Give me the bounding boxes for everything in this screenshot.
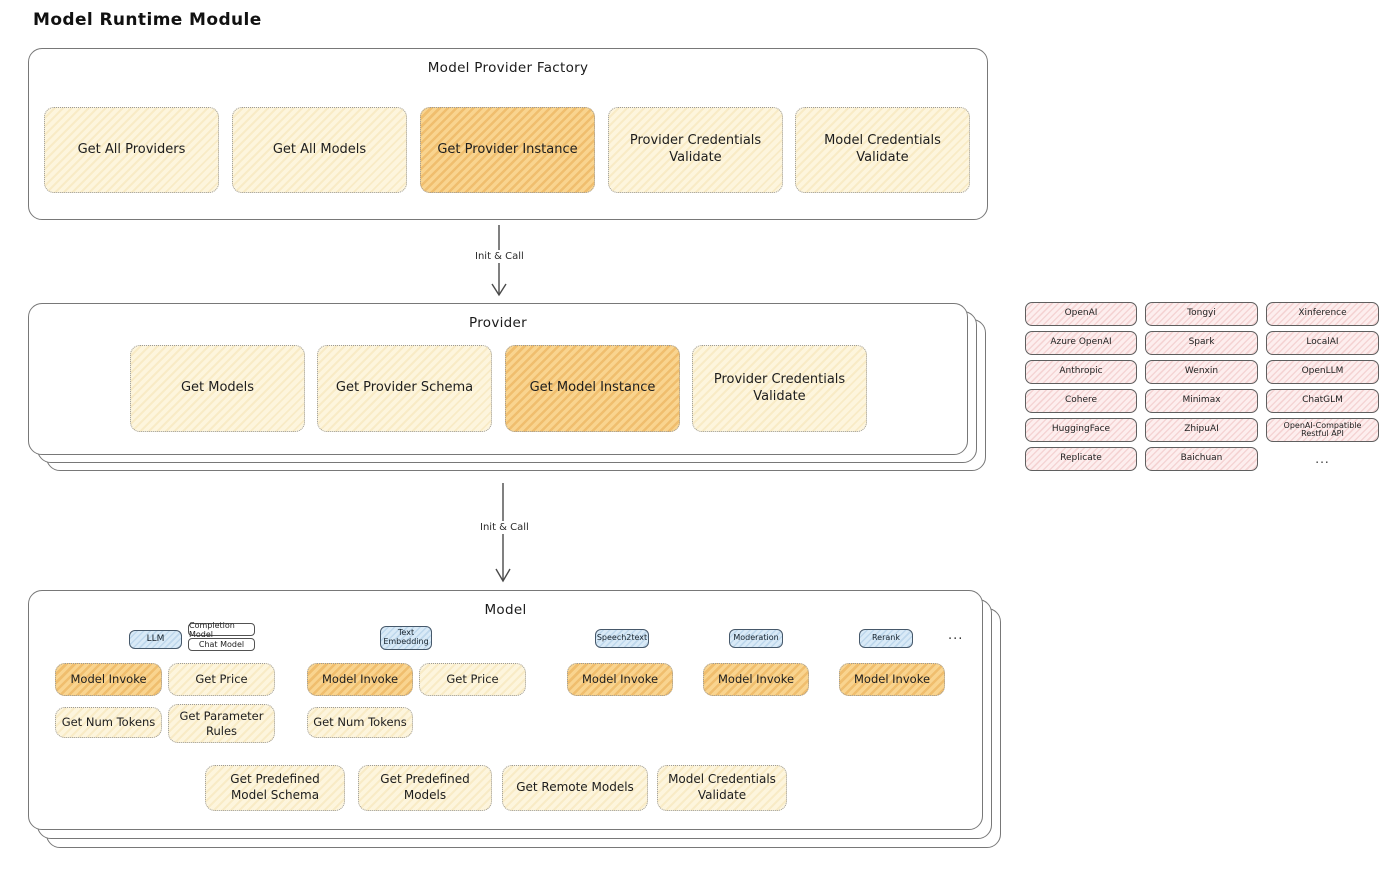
provider-chip-anthropic[interactable]: Anthropic	[1025, 360, 1137, 384]
model-tag-rerank[interactable]: Rerank	[859, 629, 913, 648]
provider-button-provider-credentials-validate[interactable]: Provider Credentials Validate	[692, 345, 867, 432]
provider-chip-cohere[interactable]: Cohere	[1025, 389, 1137, 413]
llm-get-parameter-rules-button[interactable]: Get Parameter Rules	[168, 704, 275, 743]
page-title: Model Runtime Module	[33, 10, 262, 30]
factory-button-get-provider-instance[interactable]: Get Provider Instance	[420, 107, 595, 193]
provider-chip-wenxin[interactable]: Wenxin	[1145, 360, 1258, 384]
text-embedding-get-num-tokens-button[interactable]: Get Num Tokens	[307, 707, 413, 738]
factory-button-get-all-models[interactable]: Get All Models	[232, 107, 407, 193]
get-predefined-models-button[interactable]: Get Predefined Models	[358, 765, 492, 811]
model-credentials-validate-button[interactable]: Model Credentials Validate	[657, 765, 787, 811]
llm-get-price-button[interactable]: Get Price	[168, 663, 275, 696]
speech2text-model-invoke-button[interactable]: Model Invoke	[567, 663, 673, 696]
text-embedding-model-invoke-button[interactable]: Model Invoke	[307, 663, 413, 696]
provider-chip-chatglm[interactable]: ChatGLM	[1266, 389, 1379, 413]
provider-chip-tongyi[interactable]: Tongyi	[1145, 302, 1258, 326]
text-embedding-get-price-button[interactable]: Get Price	[419, 663, 526, 696]
init-call-label-1: Init & Call	[471, 250, 528, 263]
get-predefined-model-schema-button[interactable]: Get Predefined Model Schema	[205, 765, 345, 811]
provider-chip-openai-compatible-restful-api[interactable]: OpenAI-Compatible Restful API	[1266, 418, 1379, 442]
provider-chip-zhipuai[interactable]: ZhipuAI	[1145, 418, 1258, 442]
model-tags-more: ...	[948, 628, 964, 643]
provider-chip-baichuan[interactable]: Baichuan	[1145, 447, 1258, 471]
provider-button-get-models[interactable]: Get Models	[130, 345, 305, 432]
provider-chip-minimax[interactable]: Minimax	[1145, 389, 1258, 413]
factory-button-get-all-providers[interactable]: Get All Providers	[44, 107, 219, 193]
provider-chip-openllm[interactable]: OpenLLM	[1266, 360, 1379, 384]
model-panel-title: Model	[484, 602, 527, 618]
provider-chip-replicate[interactable]: Replicate	[1025, 447, 1137, 471]
provider-panel-title: Provider	[469, 315, 527, 331]
factory-panel-title: Model Provider Factory	[427, 60, 589, 76]
factory-button-model-credentials-validate[interactable]: Model Credentials Validate	[795, 107, 970, 193]
model-tag-text-embedding[interactable]: Text Embedding	[380, 626, 432, 650]
provider-chip-localai[interactable]: LocalAI	[1266, 331, 1379, 355]
llm-get-num-tokens-button[interactable]: Get Num Tokens	[55, 707, 162, 738]
init-call-label-2: Init & Call	[476, 521, 533, 534]
provider-chip-huggingface[interactable]: HuggingFace	[1025, 418, 1137, 442]
model-tag-chat-model[interactable]: Chat Model	[188, 638, 255, 651]
provider-button-get-model-instance[interactable]: Get Model Instance	[505, 345, 680, 432]
model-tag-llm[interactable]: LLM	[129, 630, 182, 649]
get-remote-models-button[interactable]: Get Remote Models	[502, 765, 648, 811]
provider-chip-spark[interactable]: Spark	[1145, 331, 1258, 355]
provider-chip-azure-openai[interactable]: Azure OpenAI	[1025, 331, 1137, 355]
provider-chip-xinference[interactable]: Xinference	[1266, 302, 1379, 326]
rerank-model-invoke-button[interactable]: Model Invoke	[839, 663, 945, 696]
model-tag-moderation[interactable]: Moderation	[729, 629, 783, 648]
provider-list: OpenAI Tongyi Xinference Azure OpenAI Sp…	[1025, 302, 1379, 471]
provider-chip-openai[interactable]: OpenAI	[1025, 302, 1137, 326]
moderation-model-invoke-button[interactable]: Model Invoke	[703, 663, 809, 696]
llm-model-invoke-button[interactable]: Model Invoke	[55, 663, 162, 696]
provider-button-get-provider-schema[interactable]: Get Provider Schema	[317, 345, 492, 432]
model-tag-completion-model[interactable]: Completion Model	[188, 621, 255, 639]
provider-list-more: ...	[1315, 452, 1330, 466]
factory-button-provider-credentials-validate[interactable]: Provider Credentials Validate	[608, 107, 783, 193]
model-tag-speech2text[interactable]: Speech2text	[595, 629, 649, 648]
